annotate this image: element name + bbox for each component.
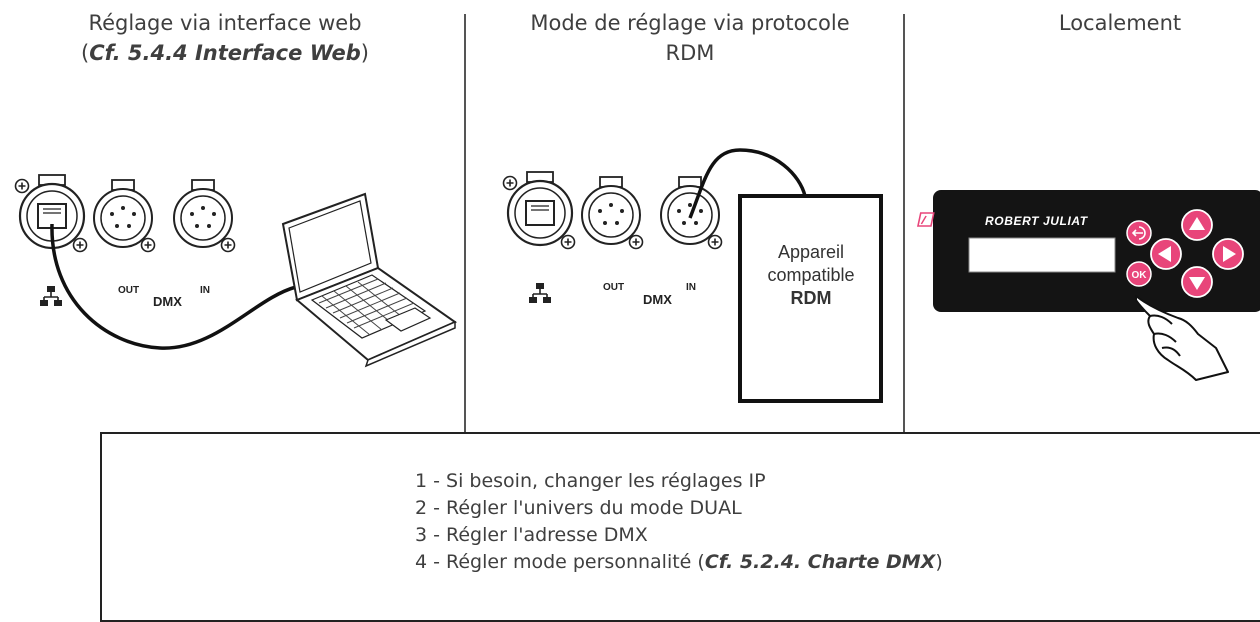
brand-label: ROBERT JULIAT [985, 214, 1089, 228]
dmx-out-label: OUT [118, 285, 139, 296]
network-icon [528, 282, 552, 304]
step-1: 1 - Si besoin, changer les réglages IP [415, 470, 766, 492]
column-title-web-ref: (Cf. 5.4.4 Interface Web) [80, 41, 369, 65]
connector-panel-web: OUT IN DMX [16, 175, 235, 309]
arrow-down-button[interactable] [1181, 266, 1213, 298]
dmx-out-connector-icon [94, 180, 155, 252]
network-icon [39, 285, 63, 307]
step-2: 2 - Régler l'univers du mode DUAL [415, 497, 742, 519]
dmx-label: DMX [153, 294, 182, 309]
lcd-display [968, 237, 1116, 273]
illustrations: OUT IN DMX OUT IN DMX Appareil compatibl… [0, 148, 1260, 403]
web-interface-reference[interactable]: Cf. 5.4.4 Interface Web [89, 41, 361, 65]
dmx-label: DMX [643, 292, 672, 307]
ethernet-port-icon [504, 172, 575, 249]
column-divider-1 [464, 14, 466, 432]
ethernet-cable [50, 223, 297, 350]
rdm-device-box [738, 194, 883, 403]
arrow-right-button[interactable] [1212, 238, 1244, 270]
dmx-in-label: IN [686, 282, 696, 293]
dmx-in-connector-icon [174, 180, 235, 252]
column-title-rdm: Mode de réglage via protocole RDM [480, 8, 900, 68]
steps-list: 1 - Si besoin, changer les réglages IP 2… [415, 468, 943, 576]
arrow-up-button[interactable] [1181, 209, 1213, 241]
dmx-in-label: IN [200, 285, 210, 296]
robert-juliat-logo: ROBERT JULIAT [916, 212, 1089, 228]
rdm-device-line2: compatible [767, 265, 854, 285]
rdm-device-line3: RDM [791, 288, 832, 308]
arrow-left-button[interactable] [1150, 238, 1182, 270]
column-title-rdm-line1: Mode de réglage via protocole [530, 11, 850, 35]
laptop-icon [281, 192, 458, 368]
dmx-out-connector-icon [582, 177, 643, 249]
back-button[interactable] [1126, 220, 1152, 246]
column-title-web: Réglage via interface web (Cf. 5.4.4 Int… [25, 8, 425, 68]
pointing-hand-icon [1135, 295, 1229, 381]
rdm-cable [688, 148, 807, 219]
rdm-device-line1: Appareil [778, 242, 844, 262]
column-divider-2 [903, 14, 905, 432]
ok-label: OK [1132, 270, 1148, 281]
dmx-out-label: OUT [603, 282, 624, 293]
column-title-web-line1: Réglage via interface web [88, 11, 362, 35]
column-title-local: Localement [990, 8, 1250, 38]
column-title-local-line1: Localement [1058, 11, 1182, 35]
step-3: 3 - Régler l'adresse DMX [415, 524, 648, 546]
step-4: 4 - Régler mode personnalité (Cf. 5.2.4.… [415, 551, 943, 573]
control-keypad: ROBERT JULIAT OK [916, 190, 1260, 312]
column-title-rdm-line2: RDM [665, 41, 715, 65]
ok-button[interactable]: OK [1126, 261, 1152, 287]
dmx-chart-reference[interactable]: Cf. 5.2.4. Charte DMX [704, 551, 936, 573]
connector-panel-rdm: OUT IN DMX [504, 172, 722, 307]
